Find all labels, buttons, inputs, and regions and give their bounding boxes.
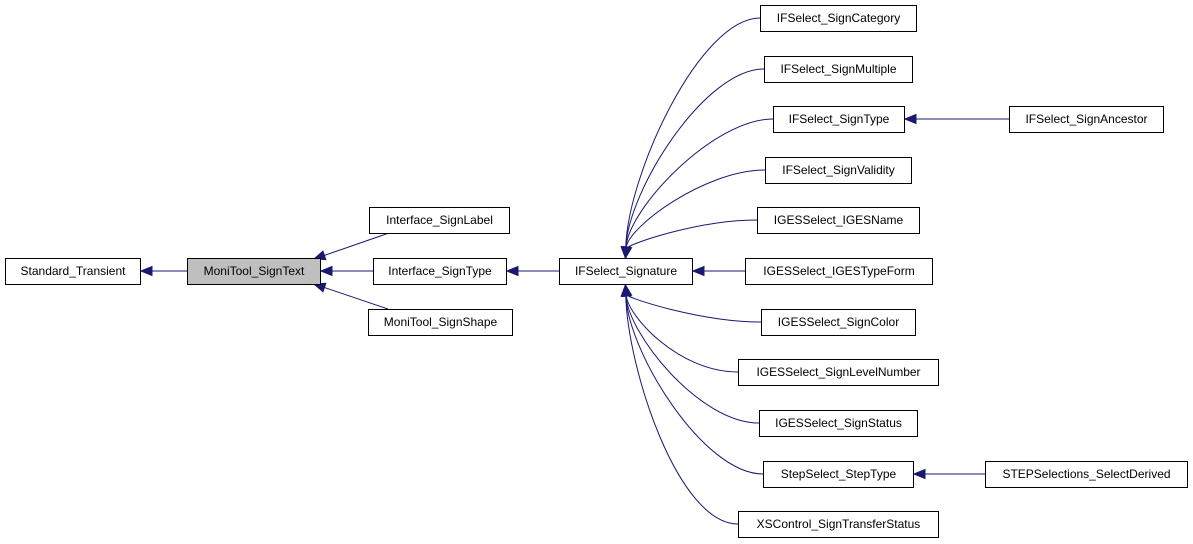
edge-ifselect-signmultiple-to-ifselect-signature bbox=[620, 68, 765, 260]
node-box[interactable] bbox=[738, 511, 939, 538]
node-box[interactable] bbox=[761, 309, 916, 336]
node-label[interactable]: MoniTool_SignShape bbox=[384, 315, 498, 329]
class-node-interface-signtype[interactable]: Interface_SignType bbox=[373, 258, 507, 285]
node-box[interactable] bbox=[763, 461, 914, 488]
node-box[interactable] bbox=[1009, 106, 1164, 133]
edge-xscontrol-signtransferstatus-to-ifselect-signature bbox=[620, 283, 739, 525]
edge-line bbox=[625, 118, 774, 249]
node-box[interactable] bbox=[369, 207, 510, 234]
edge-monitool-signtext-to-standard-transient bbox=[139, 265, 187, 277]
class-node-igesselect-igestypeform[interactable]: IGESSelect_IGESTypeForm bbox=[745, 258, 933, 285]
edge-interface-signtype-to-monitool-signtext bbox=[319, 265, 373, 277]
node-label[interactable]: IGESSelect_SignLevelNumber bbox=[756, 365, 920, 379]
class-node-ifselect-signcategory[interactable]: IFSelect_SignCategory bbox=[760, 5, 917, 32]
edge-line bbox=[625, 169, 766, 249]
edge-line bbox=[323, 286, 389, 310]
class-node-stepselections-selectderived[interactable]: STEPSelections_SelectDerived bbox=[985, 461, 1188, 488]
edge-line bbox=[323, 232, 390, 257]
node-box[interactable] bbox=[559, 258, 693, 285]
edge-interface-signlabel-to-monitool-signtext bbox=[312, 232, 390, 261]
node-box[interactable] bbox=[368, 309, 513, 336]
edge-ifselect-signature-to-interface-signtype bbox=[505, 265, 559, 277]
edge-line bbox=[625, 294, 764, 475]
class-node-xscontrol-signtransferstatus[interactable]: XSControl_SignTransferStatus bbox=[738, 511, 939, 538]
edges-layer bbox=[139, 17, 1009, 525]
edge-igesselect-signlevelnumber-to-ifselect-signature bbox=[621, 283, 739, 373]
node-label[interactable]: IFSelect_Signature bbox=[575, 264, 677, 278]
arrowhead-icon bbox=[622, 245, 633, 260]
edge-line bbox=[625, 68, 765, 249]
node-label[interactable]: MoniTool_SignText bbox=[204, 264, 305, 278]
class-node-ifselect-signvalidity[interactable]: IFSelect_SignValidity bbox=[765, 157, 912, 184]
node-box[interactable] bbox=[373, 258, 507, 285]
node-label[interactable]: IFSelect_SignMultiple bbox=[780, 62, 896, 76]
edge-ifselect-signcategory-to-ifselect-signature bbox=[620, 17, 761, 260]
arrowhead-icon bbox=[912, 468, 926, 480]
node-box[interactable] bbox=[745, 258, 933, 285]
edge-line bbox=[625, 17, 761, 249]
class-node-monitool-signshape[interactable]: MoniTool_SignShape bbox=[368, 309, 513, 336]
class-node-ifselect-signtype[interactable]: IFSelect_SignType bbox=[773, 106, 905, 133]
class-node-ifselect-signature[interactable]: IFSelect_Signature bbox=[559, 258, 693, 285]
node-label[interactable]: IGESSelect_IGESName bbox=[774, 213, 904, 227]
node-box[interactable] bbox=[760, 5, 917, 32]
edge-line bbox=[625, 294, 739, 373]
class-node-stepselect-steptype[interactable]: StepSelect_StepType bbox=[763, 461, 914, 488]
node-box[interactable] bbox=[738, 359, 939, 386]
class-node-ifselect-signmultiple[interactable]: IFSelect_SignMultiple bbox=[764, 56, 913, 83]
arrowhead-icon bbox=[620, 283, 632, 297]
node-box[interactable] bbox=[5, 258, 141, 285]
node-label[interactable]: StepSelect_StepType bbox=[781, 467, 897, 481]
class-node-interface-signlabel[interactable]: Interface_SignLabel bbox=[369, 207, 510, 234]
node-label[interactable]: Standard_Transient bbox=[21, 264, 127, 278]
node-label[interactable]: XSControl_SignTransferStatus bbox=[757, 517, 921, 531]
node-box[interactable] bbox=[985, 461, 1188, 488]
node-box[interactable] bbox=[765, 157, 912, 184]
node-label[interactable]: IFSelect_SignAncestor bbox=[1025, 112, 1147, 126]
node-label[interactable]: IGESSelect_SignColor bbox=[778, 315, 899, 329]
class-node-igesselect-igesname[interactable]: IGESSelect_IGESName bbox=[757, 207, 920, 234]
class-node-standard-transient[interactable]: Standard_Transient bbox=[5, 258, 141, 285]
arrowhead-icon bbox=[505, 265, 519, 277]
node-label[interactable]: Interface_SignLabel bbox=[386, 213, 493, 227]
node-label[interactable]: Interface_SignType bbox=[388, 264, 492, 278]
node-label[interactable]: IGESSelect_IGESTypeForm bbox=[763, 264, 914, 278]
edge-stepselections-selectderived-to-stepselect-steptype bbox=[912, 468, 985, 480]
edge-monitool-signshape-to-monitool-signtext bbox=[312, 282, 389, 310]
edge-line bbox=[626, 219, 758, 249]
edge-igesselect-igestypeform-to-ifselect-signature bbox=[691, 265, 745, 277]
arrowhead-icon bbox=[903, 113, 917, 125]
class-node-igesselect-signlevelnumber[interactable]: IGESSelect_SignLevelNumber bbox=[738, 359, 939, 386]
node-box[interactable] bbox=[187, 258, 321, 285]
arrowhead-icon bbox=[319, 265, 333, 277]
class-node-igesselect-signstatus[interactable]: IGESSelect_SignStatus bbox=[759, 410, 918, 437]
arrowhead-icon bbox=[691, 265, 705, 277]
node-label[interactable]: STEPSelections_SelectDerived bbox=[1002, 467, 1170, 481]
node-label[interactable]: IFSelect_SignCategory bbox=[777, 11, 900, 25]
edge-igesselect-signstatus-to-ifselect-signature bbox=[620, 283, 760, 424]
node-label[interactable]: IFSelect_SignValidity bbox=[782, 163, 895, 177]
edge-line bbox=[625, 294, 760, 424]
class-node-monitool-signtext[interactable]: MoniTool_SignText bbox=[187, 258, 321, 285]
node-box[interactable] bbox=[757, 207, 920, 234]
class-node-ifselect-signancestor[interactable]: IFSelect_SignAncestor bbox=[1009, 106, 1164, 133]
node-box[interactable] bbox=[764, 56, 913, 83]
node-box[interactable] bbox=[773, 106, 905, 133]
arrowhead-icon bbox=[139, 265, 153, 277]
node-label[interactable]: IFSelect_SignType bbox=[789, 112, 890, 126]
edge-igesselect-igesname-to-ifselect-signature bbox=[622, 219, 758, 260]
edge-ifselect-signancestor-to-ifselect-signtype bbox=[903, 113, 1009, 125]
edge-ifselect-signvalidity-to-ifselect-signature bbox=[621, 169, 766, 260]
class-node-igesselect-signcolor[interactable]: IGESSelect_SignColor bbox=[761, 309, 916, 336]
nodes-layer: Standard_Transient MoniTool_SignText Inter… bbox=[5, 5, 1188, 538]
node-box[interactable] bbox=[759, 410, 918, 437]
edge-igesselect-signcolor-to-ifselect-signature bbox=[622, 283, 762, 323]
node-label[interactable]: IGESSelect_SignStatus bbox=[775, 416, 902, 430]
edge-line bbox=[626, 294, 762, 323]
edge-line bbox=[625, 294, 739, 525]
